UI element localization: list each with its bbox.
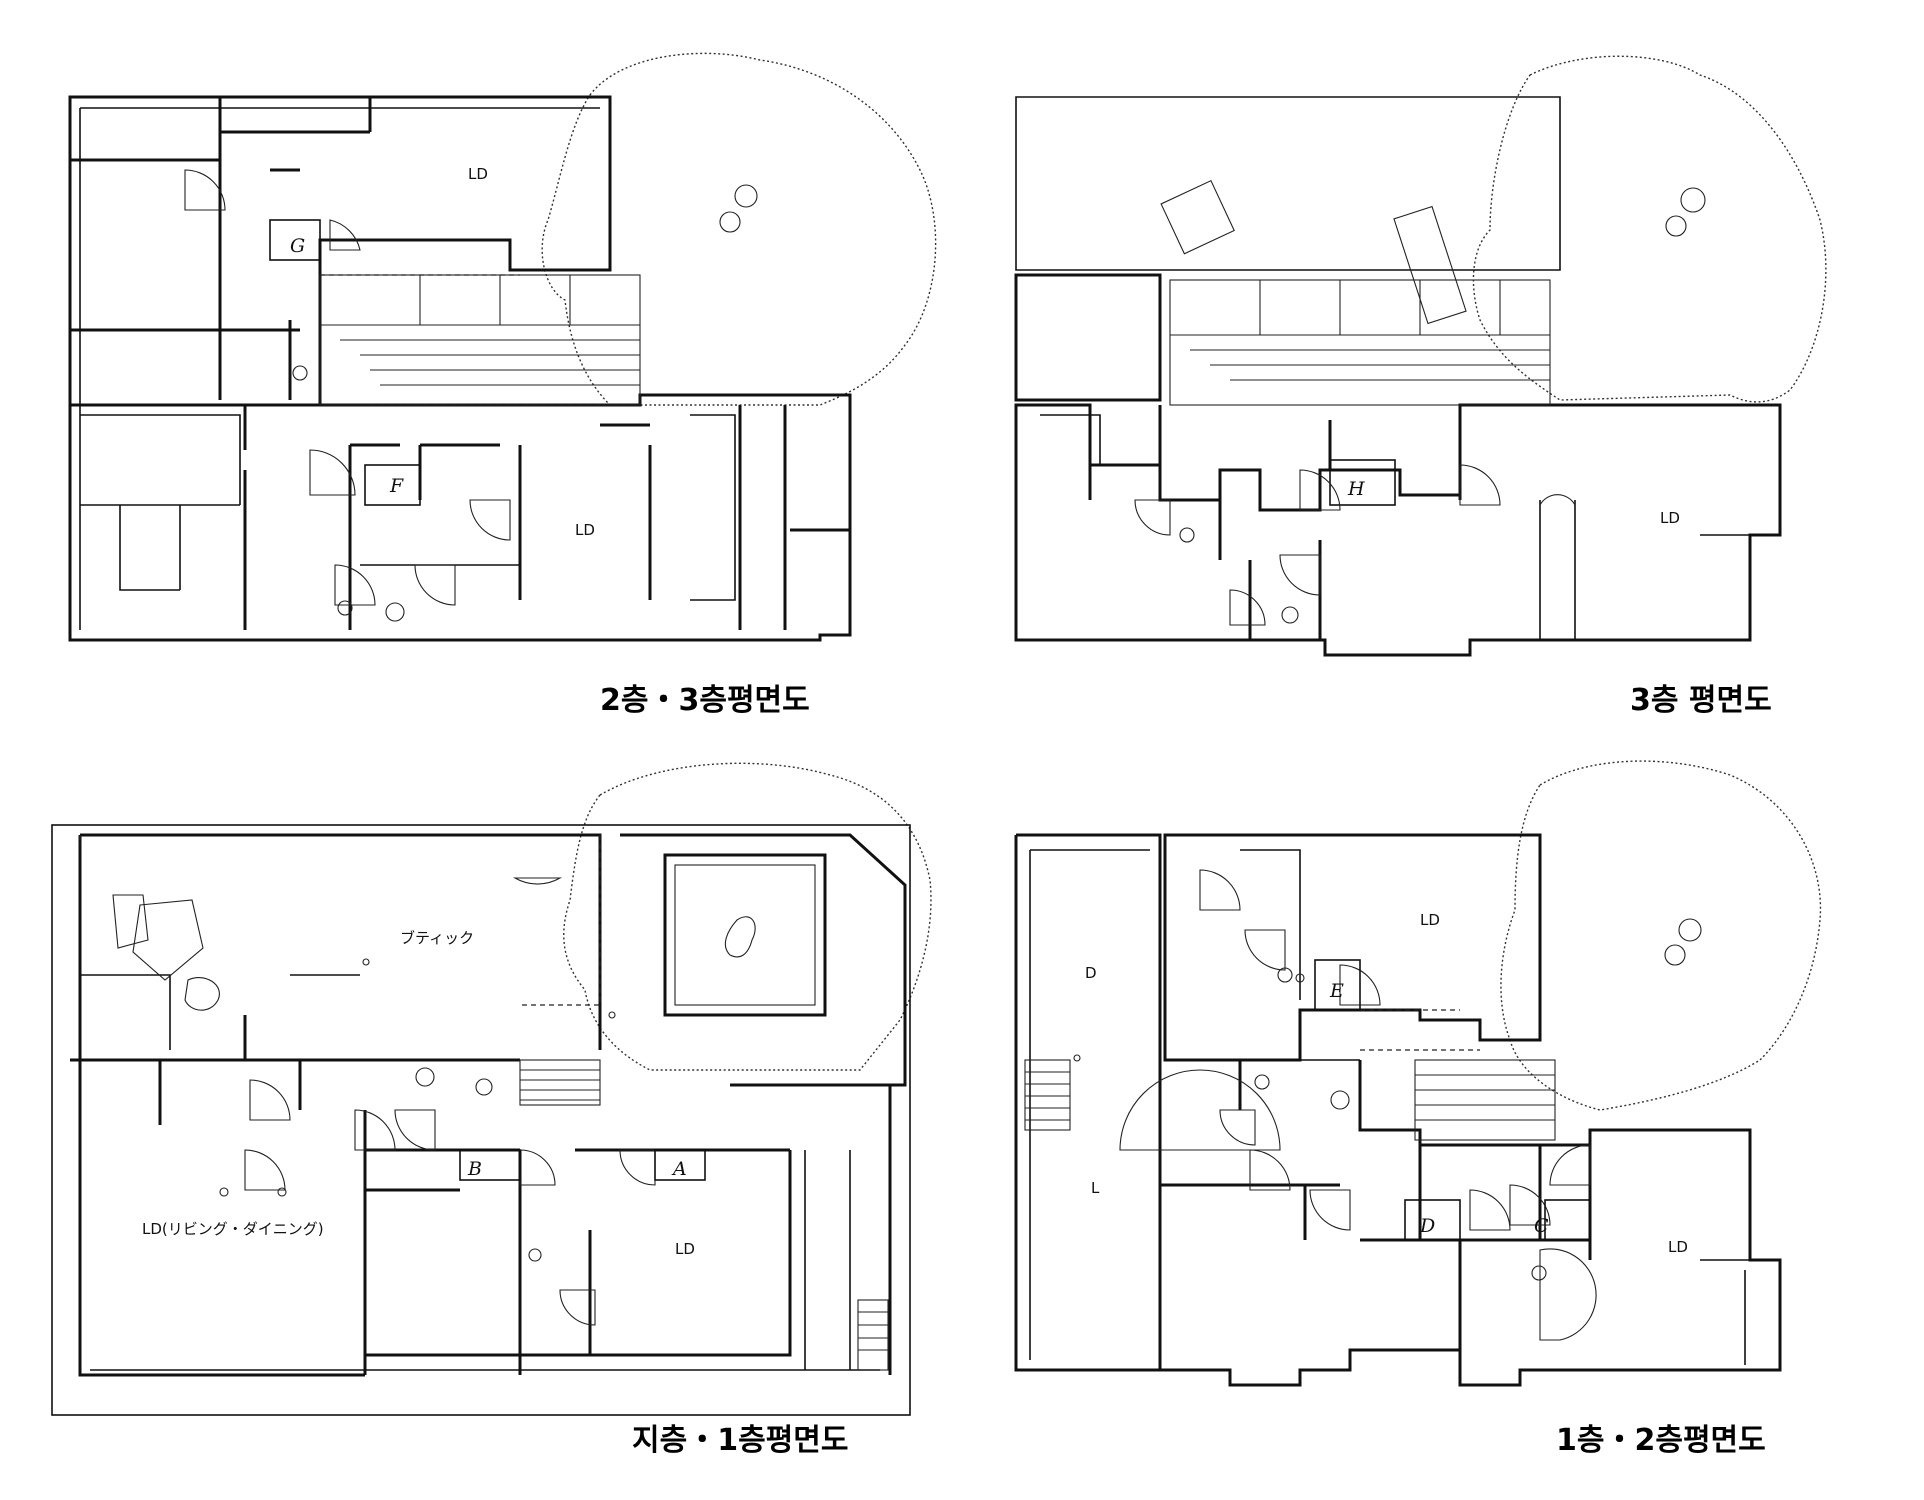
room-label: ブティック [400,929,474,947]
unit-letter: A [671,1158,687,1180]
plan-2f-3f: LD LD G F 2층・3층평면도 [68,52,937,718]
room-label: LD [675,1240,695,1258]
toilet-fixture [415,1067,435,1087]
storage [364,464,421,506]
boundary-dashed [79,835,601,1006]
toilet-fixture [1277,967,1293,983]
tree-trunk [1680,187,1706,213]
room-label: LD(リビング・ダイニング) [142,1220,324,1238]
fixture-point [277,1187,287,1197]
entry-box [459,1149,521,1181]
piano [132,899,204,981]
site-boundary [51,824,911,1416]
plan-caption: 1층・2층평면도 [1556,1423,1766,1458]
plan-1f-2f: LD D L LD E D C 1층・2층평면도 [1014,760,1822,1458]
tree-trunk [1678,918,1702,942]
stair-ladder [1393,205,1467,325]
partition [1040,414,1770,640]
unit-letter: H [1347,478,1365,500]
wall [1014,833,1782,1387]
piano [112,894,149,949]
toilet-fixture [1531,1265,1547,1281]
door-swing [1134,464,1576,626]
tree-outline [1500,760,1822,1111]
tree-trunk [1664,944,1686,966]
toilet-fixture [1254,1074,1270,1090]
tree-outline [541,52,937,406]
fixture-point [362,958,370,966]
tree-outline [1472,55,1827,403]
door-swing [244,877,656,1326]
plan-3f: LD H 3층 평면도 [1014,55,1827,718]
wall [70,97,372,407]
room-label: D [1085,964,1097,982]
toilet-fixture [337,600,353,616]
partition [80,414,736,601]
door-swing [184,169,511,606]
stairs [519,1059,889,1371]
storage [1329,459,1396,506]
entry-box [654,1149,706,1181]
wall [68,95,852,642]
tree-trunk [734,184,758,208]
basin-fixture [385,602,405,622]
stairs [1169,279,1551,406]
pond-court [674,864,816,1006]
wall [68,405,850,640]
wall [1088,405,1462,640]
fixture-point [1073,1054,1081,1062]
stairs [319,274,641,406]
partition [80,974,880,1371]
plan-caption: 3층 평면도 [1630,683,1772,718]
stairs [1024,1059,1556,1141]
unit-letter: F [389,475,404,497]
room-label: LD [1660,509,1680,527]
toilet-fixture [1179,527,1195,543]
toilet-fixture [475,1078,493,1096]
room-label: LD [1420,911,1440,929]
basin-fixture [1330,1090,1350,1110]
unit-letter: B [467,1158,482,1180]
fixture-point [219,1187,229,1197]
tree-outline [563,762,932,1071]
toilet-fixture [528,1248,542,1262]
boundary-dashed [1360,1009,1480,1051]
fixture-point [608,1011,616,1019]
unit-letter: D [1419,1215,1435,1237]
room-label: L [1091,1179,1100,1197]
storage [1404,1199,1461,1241]
unit-letter: C [1534,1215,1549,1237]
tree-trunk [1665,215,1687,237]
storage [1544,1199,1591,1241]
unit-letter: G [290,235,305,257]
room-label: LD [468,165,488,183]
room-label: LD [575,521,595,539]
tub [184,977,220,1011]
pond-court [663,853,827,1017]
door-swing [1119,869,1597,1341]
room-label: LD [1668,1238,1688,1256]
wall [1014,273,1782,657]
wall-inner [79,107,600,630]
wall [1158,1060,1592,1370]
wall [158,1015,790,1375]
unit-letter: E [1329,980,1344,1002]
plan-caption: 지층・1층평면도 [632,1423,848,1458]
toilet-fixture [1295,973,1305,983]
basin-fixture [1281,606,1299,624]
plan-b1-1f: ブティック LD(リビング・ダイニング) LD B A 지층・1층평면도 [51,762,932,1458]
partition [1029,849,1770,1365]
terrace [1015,96,1561,271]
pond [724,916,756,958]
skylight [1160,179,1235,255]
storage [1314,959,1361,1011]
plan-caption: 2층・3층평면도 [600,683,810,718]
tree-trunk [719,211,741,233]
toilet-fixture [292,365,308,381]
storage [269,219,321,261]
